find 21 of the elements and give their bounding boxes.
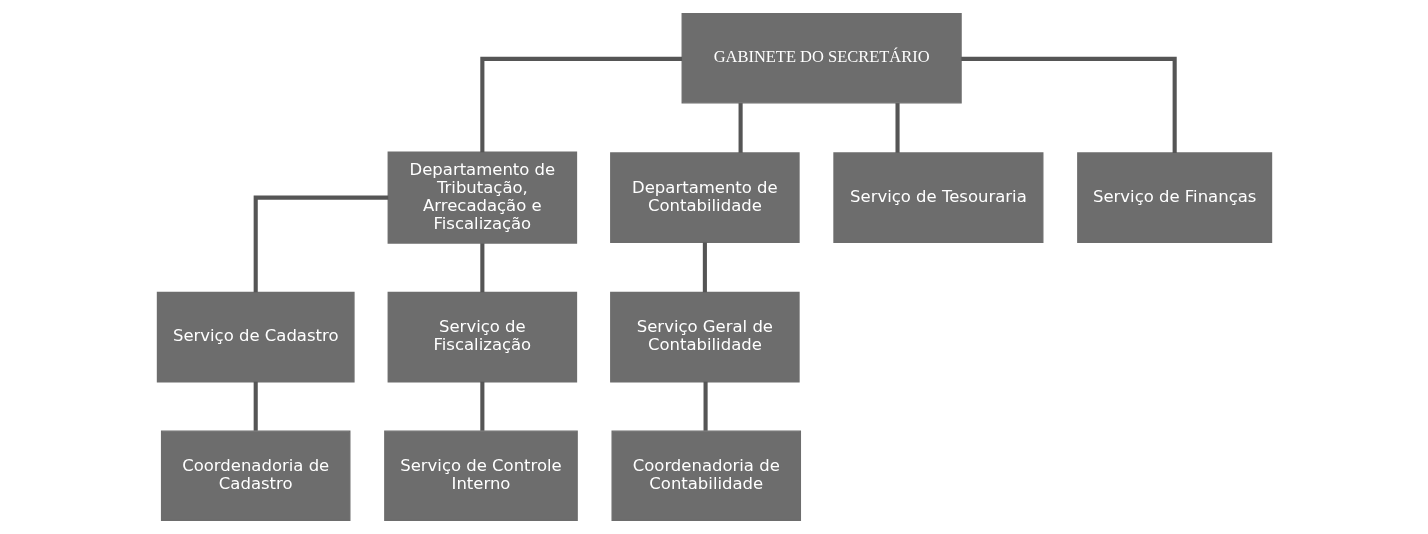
- connector: [253, 381, 258, 431]
- connector: [479, 56, 682, 153]
- node-box: Serviço de Cadastro: [156, 291, 355, 383]
- node-box: Serviço de Fiscalização: [387, 291, 577, 383]
- node-box: Departamento de Contabilidade: [609, 152, 800, 243]
- connector: [703, 381, 708, 431]
- connector: [479, 243, 484, 293]
- node-box: Serviço Geral de Contabilidade: [609, 291, 800, 383]
- node-box: Serviço de Controle Interno: [383, 430, 578, 522]
- connector: [738, 103, 743, 153]
- node-box: Serviço de Finanças: [1076, 152, 1272, 243]
- connector: [895, 103, 900, 153]
- connector: [702, 242, 707, 293]
- node-box: Coordenadoria de Cadastro: [160, 430, 350, 522]
- connector: [253, 195, 388, 293]
- connector: [479, 381, 484, 431]
- connector: [960, 56, 1177, 153]
- node-box: Coordenadoria de Contabilidade: [610, 430, 801, 522]
- node-box: GABINETE DO SECRETÁRIO: [681, 12, 962, 104]
- node-box: Departamento de Tributação, Arrecadação e Fiscalização: [387, 151, 577, 244]
- node-box: Serviço de Tesouraria: [832, 152, 1043, 243]
